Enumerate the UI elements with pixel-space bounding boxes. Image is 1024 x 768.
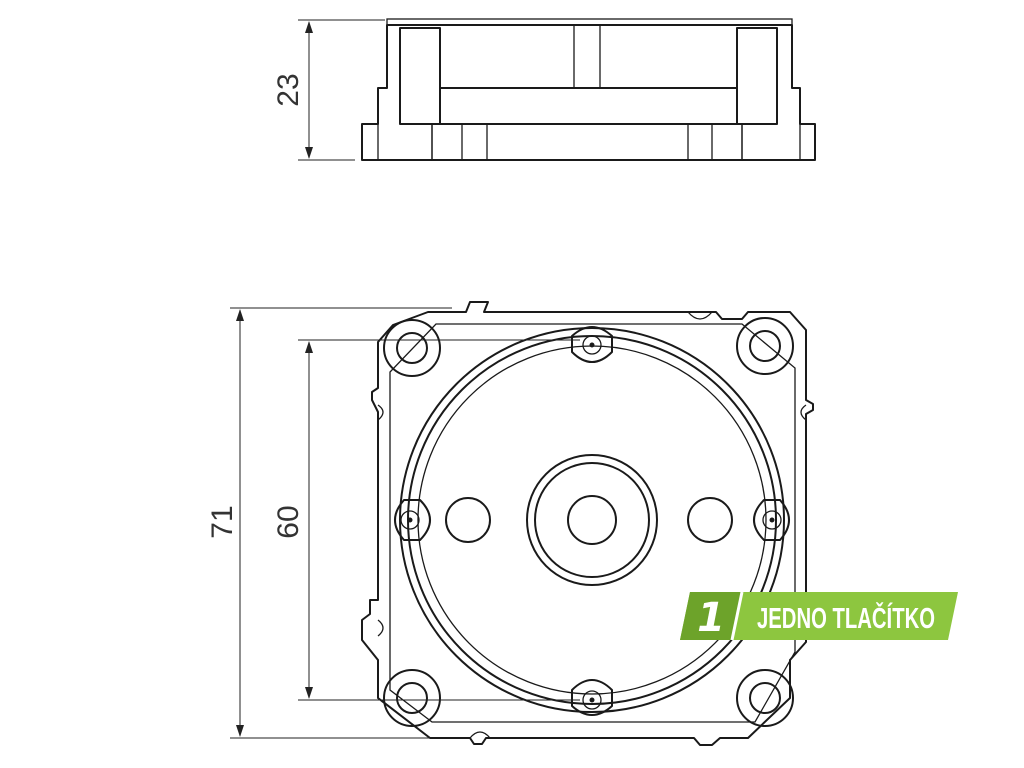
badge-number-tab: [680, 592, 742, 640]
corner-boss-top-right: [736, 317, 794, 375]
height-dimension-label: 23: [272, 73, 305, 106]
mounting-lug-top: [571, 326, 613, 363]
top-view: [361, 301, 814, 746]
badge-number: 1: [697, 595, 725, 641]
mounting-spacing-dimension: 60: [272, 339, 580, 701]
outer-width-dimension: 71: [206, 307, 452, 739]
mounting-lug-bottom: [571, 679, 613, 716]
single-button-badge: 1 JEDNO TLAČÍTKO: [680, 591, 958, 641]
badge-label: JEDNO TLAČÍTKO: [757, 601, 935, 635]
mounting-spacing-dimension-label: 60: [272, 505, 305, 538]
side-view: [361, 18, 816, 161]
corner-boss-top-left: [383, 319, 441, 377]
mounting-lug-left: [394, 499, 431, 541]
badge-background: [680, 592, 958, 640]
corner-boss-bottom-right: [736, 669, 794, 727]
corner-boss-bottom-left: [383, 669, 441, 727]
height-dimension: 23: [272, 19, 385, 161]
outer-width-dimension-label: 71: [206, 505, 239, 538]
mounting-lug-right: [753, 499, 790, 541]
